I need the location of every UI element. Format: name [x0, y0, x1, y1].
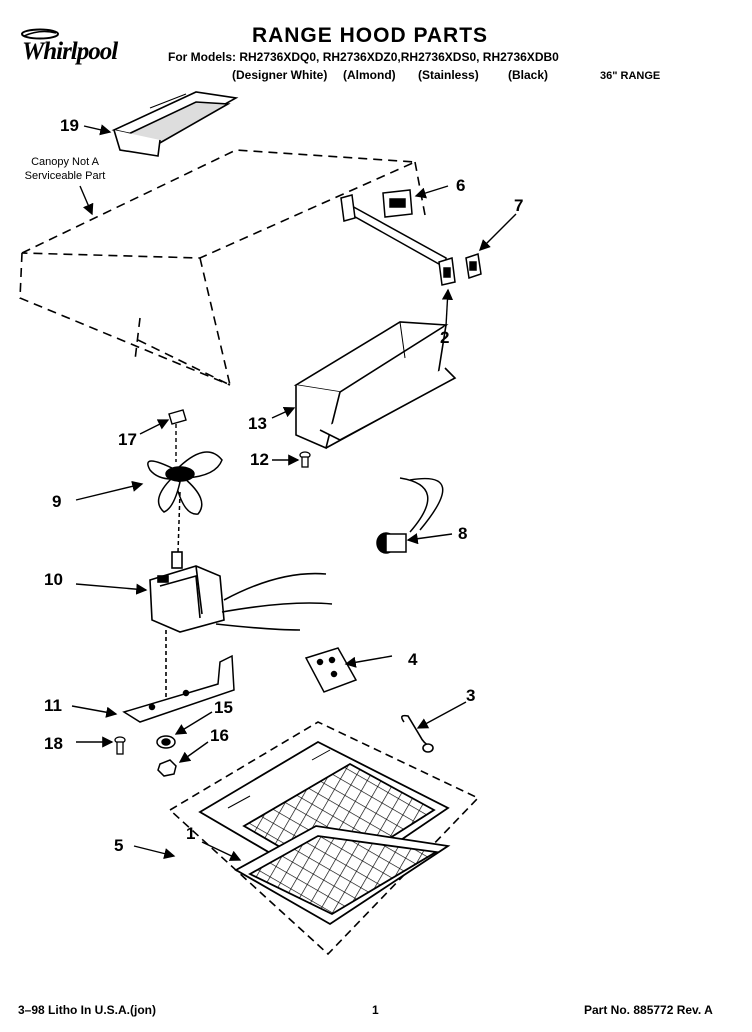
part-2-switch: [438, 257, 456, 286]
part-7-switch-knob: [465, 253, 482, 279]
whirlpool-logo: [18, 28, 148, 72]
callout-9: 9: [52, 492, 62, 511]
callout-18: 18: [44, 734, 63, 753]
part-8-lamp-socket: [376, 477, 444, 554]
callout-2: 2: [440, 328, 450, 347]
part-10-blower-motor: [149, 551, 333, 700]
canopy-note-line2: Serviceable Part: [24, 170, 106, 182]
part-15-grommet: [156, 735, 176, 749]
part-9-fan-blade: [147, 451, 223, 553]
callout-13: 13: [248, 414, 267, 433]
callout-1: 1: [186, 824, 196, 843]
callout-7: 7: [514, 196, 524, 215]
callout-4: 4: [408, 650, 418, 669]
part-1-grease-filters: [198, 740, 451, 926]
callout-11: 11: [44, 696, 62, 715]
callout-10: 10: [44, 570, 63, 589]
page-title: RANGE HOOD PARTS: [251, 24, 489, 47]
footer-part-number: Part No. 885772 Rev. A: [584, 1003, 713, 1017]
part-4-socket-bracket: [304, 647, 358, 693]
part-3-wire-clip: [400, 714, 434, 753]
part-6-rating-plate: [382, 189, 413, 218]
finish-almond: (Almond): [343, 68, 396, 82]
callout-15: 15: [214, 698, 233, 717]
finish-stainless: (Stainless): [418, 68, 479, 82]
part-17-fan-clip: [168, 409, 187, 462]
logo-swirl-icon: [21, 28, 59, 40]
part-18-screw: [114, 736, 126, 755]
callout-8: 8: [458, 524, 468, 543]
part-12-screw: [299, 451, 311, 468]
callout-12: 12: [250, 450, 269, 469]
canopy-note-line1: Canopy Not A: [31, 156, 99, 168]
callout-19: 19: [60, 116, 79, 135]
callout-16: 16: [210, 726, 229, 745]
finish-black: (Black): [508, 68, 549, 82]
callout-17: 17: [118, 430, 137, 449]
part-16-nut: [157, 759, 177, 777]
models-line: For Models: RH2736XDQ0, RH2736XDZ0,RH273…: [168, 50, 559, 64]
part-13-light-housing: [293, 321, 457, 450]
footer-page-number: 1: [372, 1003, 379, 1017]
canopy-note: Canopy Not A Serviceable Part: [10, 155, 120, 183]
canopy-outline: [19, 149, 426, 386]
finish-designer-white: (Designer White): [232, 68, 328, 82]
part-11-motor-bracket: [122, 654, 235, 723]
callout-5: 5: [114, 836, 124, 855]
brand-wordmark: Whirlpool: [22, 38, 118, 65]
range-note: 36" RANGE: [600, 70, 661, 82]
leader-arrows: [71, 124, 517, 861]
footer-litho: 3–98 Litho In U.S.A.(jon): [18, 1003, 157, 1017]
callout-6: 6: [456, 176, 466, 195]
callout-3: 3: [466, 686, 476, 705]
part-19-vent-grille: [111, 91, 239, 157]
